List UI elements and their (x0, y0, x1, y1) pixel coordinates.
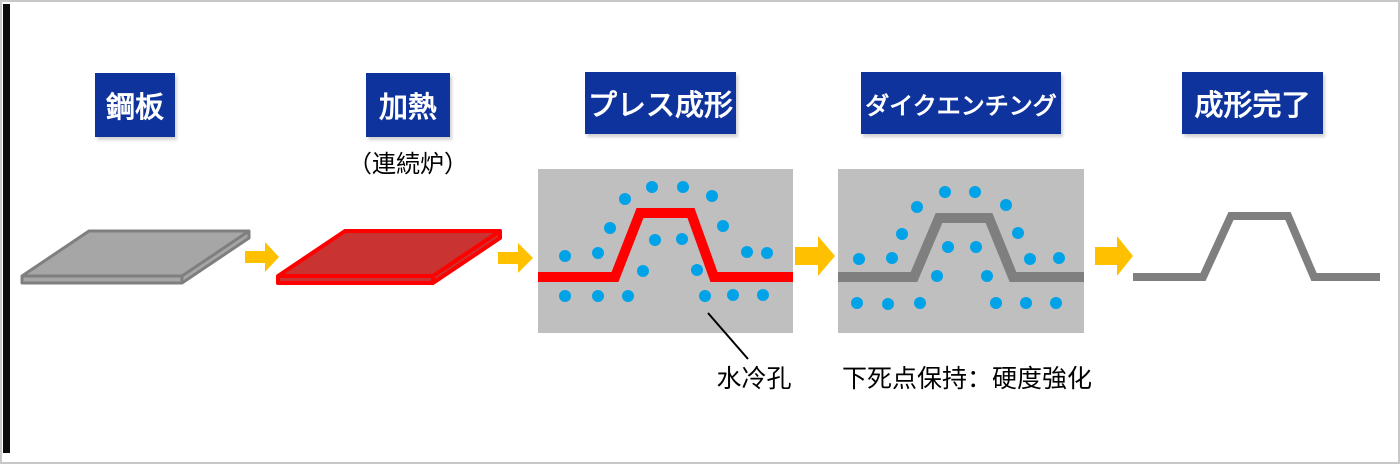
coolant-dot (1024, 253, 1036, 265)
leader-line (707, 312, 749, 360)
coolant-dot (706, 190, 718, 202)
heated-sheet-shape (276, 229, 502, 285)
step-label-press-forming: プレス成形 (585, 72, 736, 134)
coolant-dot (969, 186, 981, 198)
coolant-dot (592, 247, 604, 259)
step-label-text: 成形完了 (1194, 90, 1311, 122)
steel-sheet-shape (20, 229, 251, 285)
coolant-dot (914, 297, 926, 309)
coolant-dot (649, 234, 661, 246)
coolant-dot (699, 290, 711, 302)
coolant-dot (761, 247, 773, 259)
coolant-dot (853, 253, 865, 265)
coolant-dot (757, 289, 769, 301)
bottom-dead-center-label: 下死点保持：硬度強化 (842, 365, 1093, 393)
coolant-dot (559, 250, 571, 262)
coolant-dot (676, 233, 688, 245)
flow-arrow (1095, 236, 1133, 276)
coolant-dot (882, 298, 894, 310)
coolant-dot (851, 297, 863, 309)
coolant-dot (1020, 297, 1032, 309)
step-label-steel-sheet: 鋼板 (95, 73, 175, 137)
step-label-die-quenching: ダイクエンチング (861, 72, 1061, 134)
coolant-dot (741, 246, 753, 258)
coolant-dot (931, 270, 943, 282)
coolant-dot (727, 289, 739, 301)
coolant-dot (637, 265, 649, 277)
coolant-dot (1053, 252, 1065, 264)
die-quenching-block (838, 169, 1084, 333)
step-label-forming-complete: 成形完了 (1182, 72, 1323, 134)
flow-arrow (245, 242, 279, 272)
step-label-text: ダイクエンチング (865, 92, 1057, 120)
coolant-dot (1050, 297, 1062, 309)
finished-part-profile (1133, 212, 1380, 281)
coolant-dot (981, 270, 993, 282)
coolant-dot (604, 222, 616, 234)
heating-note: （連続炉） (348, 151, 468, 178)
coolant-dot (622, 290, 634, 302)
coolant-dot (1000, 199, 1012, 211)
coolant-dot (939, 186, 951, 198)
step-label-text: 鋼板 (105, 92, 164, 124)
hot-profile-red (538, 208, 793, 282)
coolant-dot (970, 241, 982, 253)
coolant-dot (942, 241, 954, 253)
coolant-dot (677, 181, 689, 193)
coolant-dot (1012, 227, 1024, 239)
coolant-dot (619, 193, 631, 205)
coolant-dot (896, 228, 908, 240)
left-accent-bar (3, 4, 10, 453)
coolant-dot (990, 297, 1002, 309)
quenched-profile-grey (838, 213, 1084, 282)
water-cooling-dots (559, 181, 773, 302)
coolant-dot (691, 264, 703, 276)
water-cooling-dots (851, 186, 1065, 310)
flow-arrow (498, 243, 533, 273)
step-label-text: プレス成形 (587, 90, 733, 122)
water-cooling-hole-label: 水冷孔 (716, 365, 792, 393)
coolant-dot (886, 252, 898, 264)
coolant-dot (717, 220, 729, 232)
coolant-dot (646, 181, 658, 193)
step-label-text: 加熱 (378, 92, 437, 124)
coolant-dot (559, 290, 571, 302)
coolant-dot (911, 201, 923, 213)
coolant-dot (592, 290, 604, 302)
press-forming-die-block (538, 169, 793, 333)
flow-arrow (795, 236, 835, 276)
step-label-heating: 加熱 (366, 73, 450, 137)
